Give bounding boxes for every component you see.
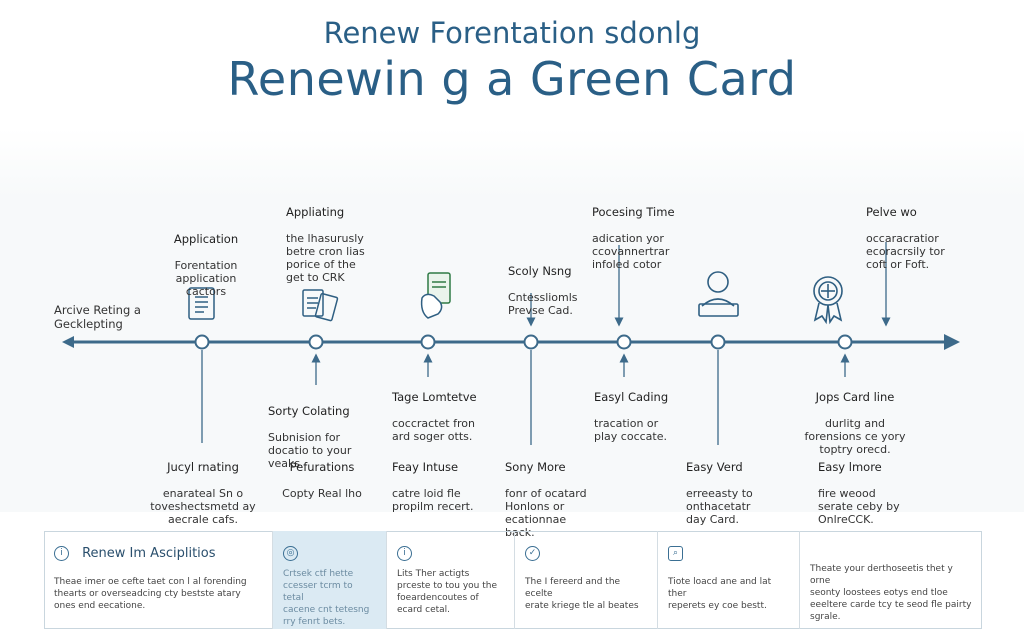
page-title: Renewin g a Green Card <box>227 52 797 106</box>
step-label-jops-card: Jops Card line durlitg and forensions ce… <box>800 378 910 469</box>
check-icon: ✓ <box>525 546 540 561</box>
milestone-node <box>710 334 726 350</box>
milestone-node <box>194 334 210 350</box>
step-label-pelve: Pelve wo occaracratior ecoracrsily tor c… <box>866 193 966 284</box>
step-body: Forentation application cactors <box>174 259 238 298</box>
info-panel-renew: i Renew Im Asciplitios Theae imer oe cef… <box>44 531 273 629</box>
milestone-node <box>308 334 324 350</box>
step-title: Appliating <box>286 205 345 219</box>
step-title: Sony More <box>505 460 566 474</box>
milestone-nodes <box>194 334 853 350</box>
step-label-easy-lmore: Easy lmore fire weood serate ceby by Onl… <box>818 448 918 539</box>
step-title: Tage Lomtetve <box>392 390 477 404</box>
milestone-node <box>420 334 436 350</box>
target-icon: ◎ <box>283 546 298 561</box>
step-label-feay-intuse: Feay Intuse catre loid fle propilm recer… <box>392 448 492 526</box>
panel-body: The I fereerd and the ecelte erate krieg… <box>525 577 639 611</box>
step-body: Copty Real lho <box>282 487 362 500</box>
info-panels <box>44 531 982 629</box>
step-body: enarateal Sn o toveshectsmetd ay aecrale… <box>150 487 256 526</box>
step-title: Pelve wo <box>866 205 917 219</box>
step-title: Jops Card line <box>815 390 895 404</box>
panel-heading: Renew Im Asciplitios <box>82 546 216 561</box>
timeline-end-arrow <box>944 334 960 350</box>
timeline-start-arrow <box>62 336 74 348</box>
step-body: the lhasurusly betre cron lias porice of… <box>286 232 365 284</box>
step-title: Easyl Cading <box>594 390 669 404</box>
green-card-hand-icon <box>420 272 451 319</box>
step-body: Subnision for docatio to your veaks <box>268 431 352 470</box>
step-label-appliating: Appliating the lhasurusly betre cron lia… <box>286 193 382 297</box>
step-title: Scoly Nsng <box>508 264 572 278</box>
page-subtitle: Renew Forentation sdonlg <box>323 16 701 50</box>
step-label-sony-more: Sony More fonr of ocatard Honlons or eca… <box>505 448 605 552</box>
timeline-background <box>0 128 1024 512</box>
info-icon: i <box>397 546 412 561</box>
document-icon <box>188 287 215 320</box>
start-label-text: Arcive Reting a Gecklepting <box>54 303 141 331</box>
info-icon: i <box>54 546 69 561</box>
timeline-start-label: Arcive Reting a Gecklepting <box>54 303 141 331</box>
papers-icon <box>302 289 339 322</box>
panel-body: Tiote loacd ane and lat ther reperets ey… <box>668 577 772 611</box>
person-at-desk-icon <box>698 271 739 317</box>
step-body: occaracratior ecoracrsily tor coft or Fo… <box>866 232 945 271</box>
panel-body: Lits Ther actigts prceste to tou you the… <box>397 569 497 615</box>
step-title: Jucyl rnating <box>167 460 239 474</box>
info-panel-check: ✓ The I fereerd and the ecelte erate kri… <box>515 531 658 629</box>
info-panel-last: Theate your derthoseetis thet y orne seo… <box>800 531 982 629</box>
step-title: Easy Verd <box>686 460 743 474</box>
step-body: tracation or play coccate. <box>594 417 667 443</box>
step-title: Pocesing Time <box>592 205 675 219</box>
step-title: Feay Intuse <box>392 460 459 474</box>
approval-badge-icon <box>813 276 843 325</box>
step-body: erreeasty to onthacetatr day Card. <box>686 487 753 526</box>
step-body: durlitg and forensions ce yory toptry or… <box>804 417 906 456</box>
step-label-scoly: Scoly Nsng Cntessliomls Prevse Cad. <box>508 252 598 330</box>
info-panel-lits: i Lits Ther actigts prceste to tou you t… <box>387 531 515 629</box>
step-label-jucyl: Jucyl rnating enarateal Sn o toveshectsm… <box>148 448 258 539</box>
step-label-processing-time: Pocesing Time adication yor ccovannertra… <box>592 193 692 284</box>
connectors <box>201 242 891 445</box>
step-title: Sorty Colating <box>268 404 350 418</box>
step-title: Easy lmore <box>818 460 882 474</box>
step-label-pefurations: Pefurations Copty Real lho <box>272 448 372 513</box>
step-title: Pefurations <box>289 460 355 474</box>
panel-body: Theate your derthoseetis thet y orne seo… <box>810 564 972 622</box>
step-label-tage: Tage Lomtetve coccractet fron ard soger … <box>392 378 492 456</box>
step-label-sorty-colating: Sorty Colating Subnision for docatio to … <box>268 392 378 483</box>
step-body: catre loid fle propilm recert. <box>392 487 474 513</box>
step-body: fonr of ocatard Honlons or ecationnae ba… <box>505 487 587 539</box>
search-icon: ⌕ <box>668 546 683 561</box>
step-label-application: Application Forentation application cact… <box>156 220 256 311</box>
milestone-node <box>616 334 632 350</box>
step-label-easy-verd: Easy Verd erreeasty to onthacetatr day C… <box>686 448 776 539</box>
step-body: fire weood serate ceby by OnlreCCK. <box>818 487 900 526</box>
step-label-easyl-cading: Easyl Cading tracation or play coccate. <box>594 378 684 456</box>
step-body: adication yor ccovannertrar infoled coto… <box>592 232 670 271</box>
panel-body: Theae imer oe cefte taet con l al forend… <box>54 577 247 611</box>
info-panel-search: ⌕ Tiote loacd ane and lat ther reperets … <box>658 531 800 629</box>
step-body: Cntessliomls Prevse Cad. <box>508 291 578 317</box>
milestone-node <box>523 334 539 350</box>
step-title: Application <box>173 232 239 246</box>
step-body: coccractet fron ard soger otts. <box>392 417 475 443</box>
panel-body: Crtsek ctf hette ccesser tcrm to tetal c… <box>283 569 370 627</box>
info-panel-highlighted: ◎ Crtsek ctf hette ccesser tcrm to tetal… <box>273 531 387 629</box>
milestone-node <box>837 334 853 350</box>
